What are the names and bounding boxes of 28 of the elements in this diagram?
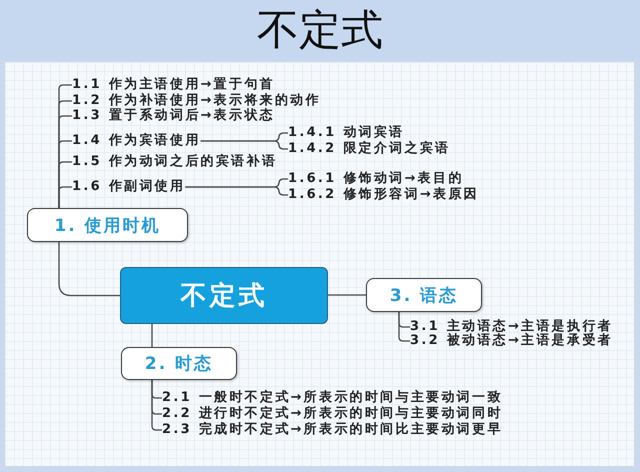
branch-line xyxy=(58,242,120,296)
branch-text: 1.1 作为主语使用→置于句首 xyxy=(72,78,275,92)
branch-text: 1.6 作副词使用 xyxy=(72,180,186,194)
branch-line xyxy=(151,324,153,347)
branch-line xyxy=(185,186,288,196)
topic-box: 2. 时态 xyxy=(121,347,237,380)
branch-text: 1.2 作为补语使用→表示将来的动作 xyxy=(72,94,321,108)
branch-text: 1.5 作为动词之后的宾语补语 xyxy=(72,155,278,169)
branch-line xyxy=(200,140,288,150)
branch-line xyxy=(58,186,72,208)
branch-text: 1.6.2 修饰形容词→表原因 xyxy=(288,188,479,202)
branch-text: 2.3 完成时不定式→所表示的时间比主要动词更早 xyxy=(162,423,503,437)
branch-text: 1.4.2 限定介词之宾语 xyxy=(288,142,450,156)
branch-text: 3.1 主动语态→主语是执行者 xyxy=(410,320,613,334)
branch-text: 2.1 一般时不定式→所表示的时间与主要动词一致 xyxy=(162,391,503,405)
branch-text: 1.4 作为宾语使用 xyxy=(72,134,201,148)
branch-line xyxy=(151,380,162,431)
central-topic-box: 不定式 xyxy=(120,267,328,324)
branch-text: 1.4.1 动词宾语 xyxy=(288,126,405,140)
topic-box: 1. 使用时机 xyxy=(27,208,188,242)
branch-line xyxy=(398,312,410,342)
branch-text: 1.3 置于系动词后→表示状态 xyxy=(72,109,275,123)
title: 不定式 xyxy=(257,5,383,55)
branch-line xyxy=(328,294,366,296)
branch-text: 2.2 进行时不定式→所表示的时间与主要动词同时 xyxy=(162,407,503,421)
branch-text: 1.6.1 修饰动词→表目的 xyxy=(288,172,464,186)
branch-text: 3.2 被动语态→主语是承受者 xyxy=(410,334,613,348)
topic-box: 3. 语态 xyxy=(366,278,482,312)
